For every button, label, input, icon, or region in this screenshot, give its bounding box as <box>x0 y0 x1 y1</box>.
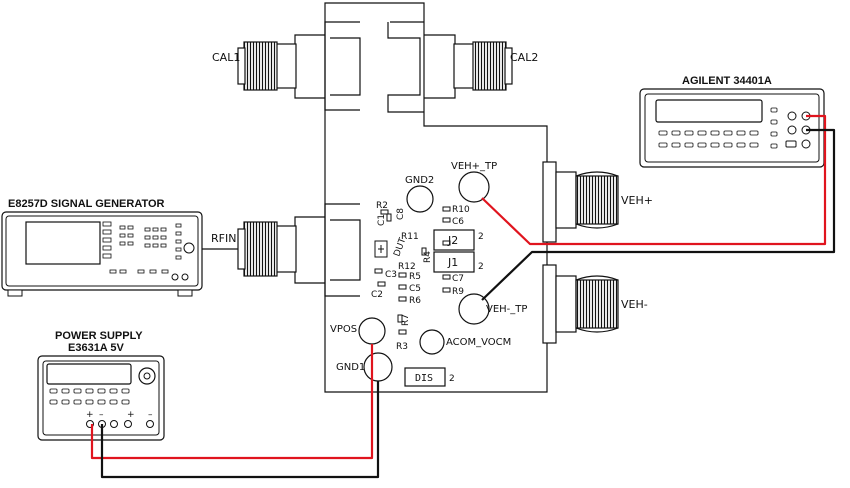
vpos-red-wire <box>90 344 374 460</box>
power-supply-plus-label: + <box>86 410 94 420</box>
j2-pin-label: 2 <box>478 232 484 242</box>
multimeter-jacks[interactable] <box>785 111 811 149</box>
multimeter-title: AGILENT 34401A <box>682 75 772 87</box>
veh-minus-black-wire <box>481 128 836 301</box>
c8-label: C8 <box>396 208 406 220</box>
signal-generator-title: E8257D SIGNAL GENERATOR <box>8 198 165 210</box>
r10-label: R10 <box>452 205 470 215</box>
r5-label: R5 <box>409 272 421 282</box>
r11-label: R11 <box>401 232 419 242</box>
r6-label: R6 <box>409 296 421 306</box>
veh-plus-red-wire <box>481 114 827 246</box>
jumper-j1[interactable] <box>433 251 475 273</box>
veh-minus-label: VEH- <box>621 298 648 311</box>
c5-label: C5 <box>409 284 421 294</box>
veh-minus-tp-label: VEH-_TP <box>486 304 527 315</box>
dis-label: DIS <box>415 373 433 384</box>
power-supply-title-line2: E3631A 5V <box>68 342 125 354</box>
vpos-label: VPOS <box>330 324 357 335</box>
gnd1-test-point[interactable] <box>363 352 393 382</box>
power-supply-display <box>46 363 132 385</box>
power-supply[interactable]: POWER SUPPLY E3631A 5V + – + – <box>37 330 165 441</box>
eval-board <box>324 2 548 393</box>
gnd2-test-point[interactable] <box>406 185 434 213</box>
signal-generator[interactable]: E8257D SIGNAL GENERATOR <box>1 198 203 297</box>
dis-pin-label: 2 <box>449 374 455 384</box>
vpos-test-point[interactable] <box>358 317 386 345</box>
cal2-connector[interactable]: CAL2 <box>387 21 538 113</box>
gnd1-label: GND1 <box>336 362 365 373</box>
rfin-connector[interactable]: RFIN <box>211 203 361 297</box>
j1-pin-label: 2 <box>478 262 484 272</box>
power-supply-keys[interactable] <box>49 388 130 405</box>
veh-plus-tp-label: VEH+_TP <box>451 161 497 172</box>
multimeter-keys[interactable] <box>658 107 778 149</box>
c2-label: C2 <box>371 290 383 300</box>
signal-generator-screen <box>25 221 101 265</box>
acom-vocm-label: ACOM_VOCM <box>446 337 511 348</box>
signal-generator-knob[interactable] <box>183 242 195 254</box>
c3-label: C3 <box>385 270 397 280</box>
jumper-j2[interactable] <box>433 229 475 251</box>
j2-label: J2 <box>447 234 458 247</box>
signal-generator-keys[interactable] <box>102 221 182 274</box>
power-supply-minus-label: – <box>99 410 104 420</box>
dut-label: DUT <box>392 236 408 258</box>
c1-label: C1 <box>377 214 387 226</box>
cal1-label: CAL1 <box>212 51 240 64</box>
power-supply-title-line1: POWER SUPPLY <box>55 330 143 342</box>
veh-minus-connector[interactable]: VEH- <box>542 264 648 344</box>
r3-label: R3 <box>396 342 408 352</box>
dis-jumper[interactable]: DIS 2 <box>404 367 455 387</box>
smd-pads <box>374 206 451 335</box>
multimeter[interactable]: AGILENT 34401A <box>639 75 825 168</box>
c6-label: C6 <box>452 217 464 227</box>
cal2-label: CAL2 <box>510 51 538 64</box>
power-supply-terminals[interactable] <box>86 420 154 428</box>
veh-plus-connector[interactable]: VEH+ <box>542 161 653 243</box>
wires <box>90 114 836 479</box>
r9-label: R9 <box>452 287 464 297</box>
r12-label: R12 <box>398 262 416 272</box>
veh-plus-label: VEH+ <box>621 194 653 207</box>
gnd1-black-wire <box>100 381 380 479</box>
r7-label: R7 <box>401 314 411 326</box>
gnd2-label: GND2 <box>405 175 434 186</box>
power-supply-minus2-label: – <box>148 410 153 420</box>
power-supply-plus2-label: + <box>127 410 135 420</box>
multimeter-display <box>655 99 763 123</box>
cal1-connector[interactable]: CAL1 <box>212 21 361 111</box>
c7-label: C7 <box>452 274 464 284</box>
veh-plus-test-point[interactable] <box>458 171 490 203</box>
r4-label: R4 <box>423 251 433 263</box>
acom-vocm-test-point[interactable] <box>419 329 445 355</box>
rfin-label: RFIN <box>211 232 236 245</box>
j1-label: J1 <box>447 256 458 269</box>
veh-minus-test-point[interactable] <box>458 293 490 325</box>
r2-label: R2 <box>376 201 388 211</box>
